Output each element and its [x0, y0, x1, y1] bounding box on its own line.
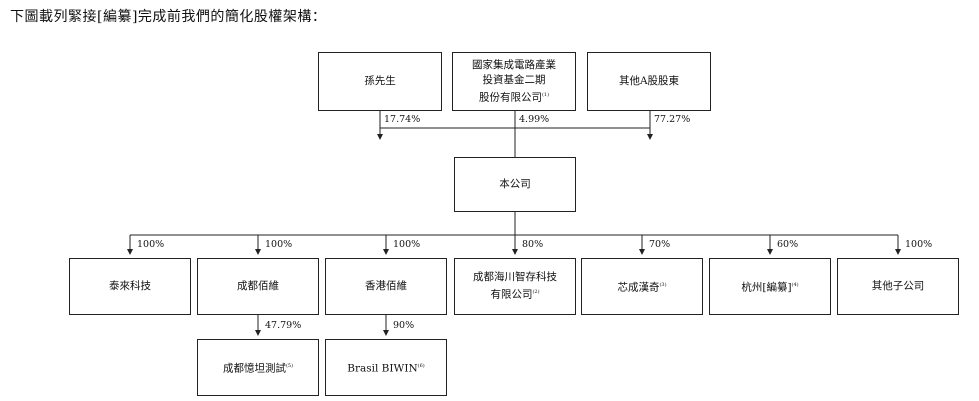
subsidiary-label: 香港佰維: [365, 280, 407, 292]
subsidiary-label: 芯成漢奇: [617, 281, 660, 294]
shareholder-label: 孫先生: [364, 75, 396, 87]
shareholder-label: 其他A股股東: [618, 75, 680, 87]
footnote-marker: (2): [532, 289, 540, 296]
pct-label: 100%: [265, 239, 293, 250]
shareholder-box-national-fund: 國家集成電路產業 投資基金二期 股份有限公司(1): [452, 52, 576, 111]
pct-label: 60%: [777, 239, 799, 250]
shareholder-box-other-a: 其他A股股東: [587, 52, 711, 111]
subsidiary-box: 泰來科技: [69, 258, 191, 315]
footnote-marker: (3): [659, 281, 667, 288]
footnote-marker: (4): [791, 281, 799, 288]
pct-label: 47.79%: [265, 320, 302, 331]
subsidiary-label: 其他子公司: [871, 280, 925, 292]
company-box: 本公司: [454, 157, 576, 212]
pct-label: 70%: [649, 239, 671, 250]
third-level-box: Brasil BIWIN(6): [325, 339, 447, 396]
third-level-box: 成都憶坦測試(5): [197, 339, 319, 396]
pct-label: 4.99%: [519, 114, 550, 125]
subsidiary-label: 杭州[編纂]: [741, 281, 792, 294]
footnote-marker: (1): [541, 91, 550, 98]
intro-text: 下圖載列緊接[編纂]完成前我們的簡化股權架構：: [10, 9, 327, 25]
pct-label: 77.27%: [654, 114, 691, 125]
subsidiary-label: 成都佰維: [237, 280, 279, 292]
subsidiary-box: 其他子公司: [837, 258, 959, 315]
pct-label: 100%: [137, 239, 165, 250]
pct-label: 17.74%: [384, 114, 421, 125]
third-level-label: Brasil BIWIN: [347, 362, 418, 375]
pct-label: 100%: [393, 239, 421, 250]
shareholder-label: 國家集成電路產業: [472, 58, 556, 71]
company-label: 本公司: [499, 178, 531, 190]
pct-label: 100%: [905, 239, 933, 250]
pct-label: 90%: [393, 320, 415, 331]
footnote-marker: (5): [285, 362, 294, 369]
subsidiary-box: 芯成漢奇(3): [581, 258, 703, 315]
subsidiary-label: 成都海川智存科技: [473, 271, 557, 284]
subsidiary-box: 成都海川智存科技 有限公司(2): [454, 258, 576, 315]
subsidiary-label: 有限公司: [490, 288, 533, 301]
third-level-label: 成都憶坦測試: [222, 362, 286, 375]
subsidiary-label: 泰來科技: [109, 280, 151, 292]
pct-label: 80%: [522, 239, 544, 250]
shareholder-label: 投資基金二期: [482, 73, 546, 86]
footnote-marker: (6): [417, 362, 425, 369]
subsidiary-box: 成都佰維: [197, 258, 319, 315]
shareholder-box-sun: 孫先生: [318, 52, 442, 111]
subsidiary-box: 香港佰維: [325, 258, 447, 315]
shareholder-label: 股份有限公司: [478, 91, 542, 104]
subsidiary-box: 杭州[編纂](4): [709, 258, 831, 315]
